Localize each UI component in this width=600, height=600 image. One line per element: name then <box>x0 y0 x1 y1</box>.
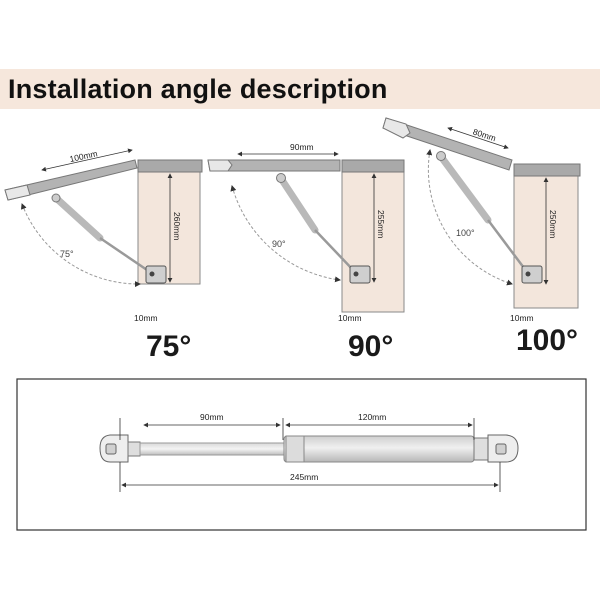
diagram-90: 90mm 255mm 90° 10mm 90° <box>207 142 405 363</box>
total-length-label: 245mm <box>290 472 318 482</box>
cylinder-length-label: 120mm <box>358 412 386 422</box>
rod-length-label: 90mm <box>200 412 224 422</box>
angle-small-label: 75° <box>60 249 74 259</box>
arm-length-label: 90mm <box>290 142 314 152</box>
upper-mount <box>51 193 61 203</box>
page-title: Installation angle description <box>8 74 388 104</box>
offset-label: 10mm <box>510 313 534 323</box>
angle-big-label: 90° <box>348 330 393 363</box>
arm-dimension-line <box>41 148 133 172</box>
strut-cylinder <box>278 176 319 234</box>
upper-mount <box>276 173 286 183</box>
angle-arc <box>230 185 341 283</box>
arm-dimension-line <box>447 126 509 150</box>
strut-cylinder <box>283 435 475 463</box>
height-label: 250mm <box>548 210 558 238</box>
offset-label: 10mm <box>134 313 158 323</box>
angle-arc <box>426 149 513 286</box>
strut-rod <box>139 442 287 456</box>
angle-small-label: 100° <box>456 228 475 238</box>
angle-big-label: 100° <box>516 324 578 357</box>
cabinet-top-panel <box>137 159 203 173</box>
door-panel-edge <box>207 159 233 172</box>
strut-cylinder <box>438 154 492 224</box>
cabinet-top-panel <box>341 159 405 173</box>
title-bar: Installation angle description <box>0 69 600 109</box>
diagram-100: 80mm 250mm 100° 10mm 100° <box>382 117 581 357</box>
bottom-bracket <box>145 265 167 284</box>
offset-label: 10mm <box>338 313 362 323</box>
angle-small-label: 90° <box>272 239 286 249</box>
bottom-bracket <box>521 265 543 284</box>
door-panel-edge <box>4 184 31 201</box>
diagram-75: 100mm 260mm 75° 10mm 75° <box>4 148 203 363</box>
strut-cylinder <box>52 194 104 242</box>
arm-length-label: 100mm <box>69 148 99 164</box>
height-label: 255mm <box>376 210 386 238</box>
height-label: 260mm <box>172 212 182 240</box>
bottom-bracket <box>349 265 371 284</box>
cabinet-side-panel <box>341 171 405 313</box>
arm-length-label: 80mm <box>472 127 498 144</box>
strut-dimension-panel: 90mm 120mm 245mm <box>16 378 587 531</box>
upper-mount <box>436 151 446 161</box>
cabinet-top-panel <box>513 163 581 177</box>
door-panel-edge <box>382 117 411 139</box>
angle-arc <box>21 203 141 288</box>
angle-big-label: 75° <box>146 330 191 363</box>
